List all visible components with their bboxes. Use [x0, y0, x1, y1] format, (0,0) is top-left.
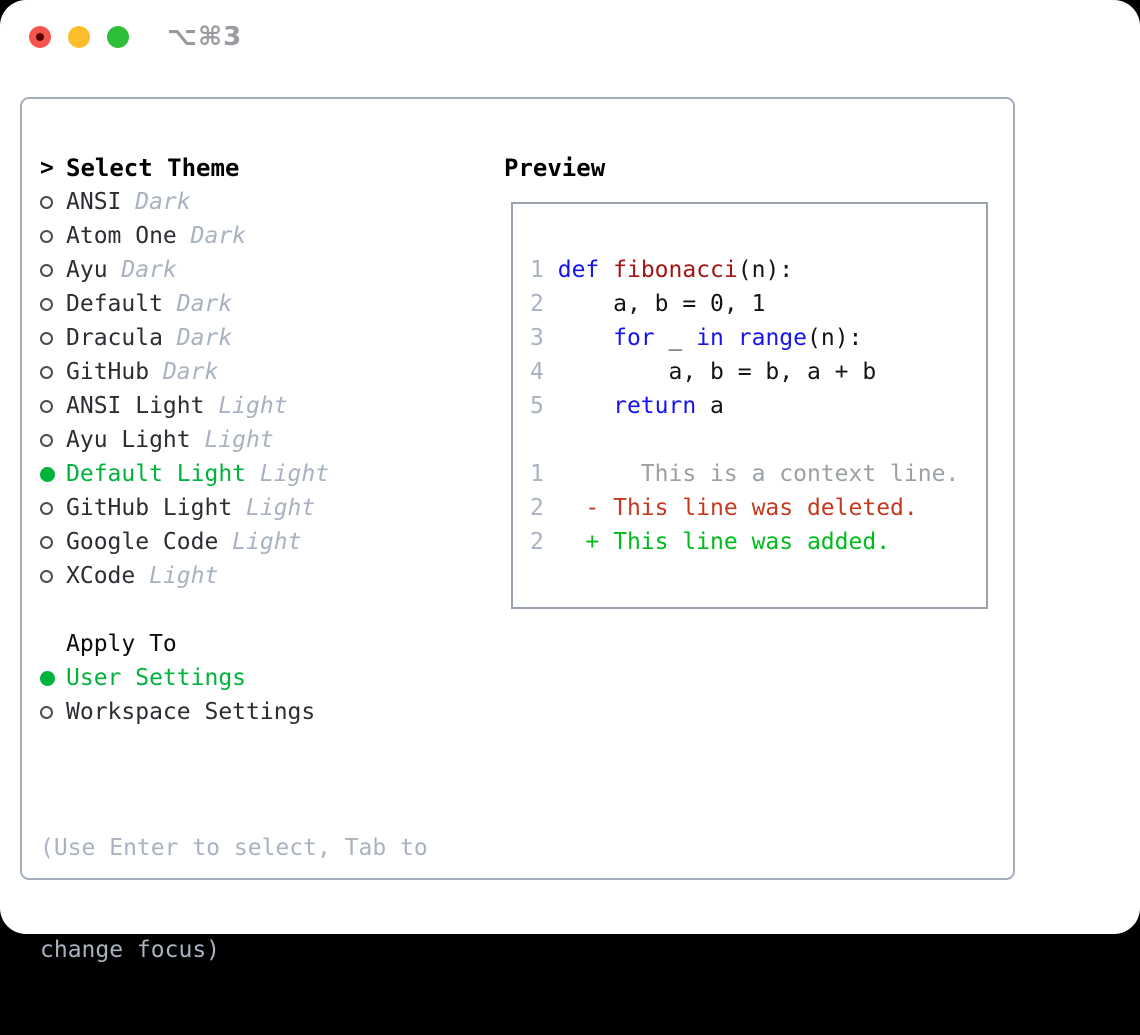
cursor-caret-icon: >	[40, 155, 54, 181]
theme-option-ansi-light[interactable]: ANSI Light Light	[40, 389, 490, 423]
theme-option-atom-one[interactable]: Atom One Dark	[40, 219, 490, 253]
option-label: Ayu	[66, 257, 108, 283]
variant-label: Dark	[162, 325, 233, 351]
theme-option-google-code[interactable]: Google Code Light	[40, 525, 490, 559]
option-label: GitHub	[66, 359, 150, 385]
select-theme-header: > Select Theme	[40, 151, 490, 185]
select-theme-title: Select Theme	[66, 154, 240, 182]
variant-label: Dark	[176, 223, 247, 249]
variant-label: Dark	[149, 359, 219, 385]
radio-selected-icon	[40, 466, 55, 482]
minimize-button[interactable]	[68, 26, 90, 48]
option-label: Workspace Settings	[66, 699, 316, 725]
variant-label: Light	[246, 461, 330, 487]
close-button[interactable]	[29, 26, 51, 48]
variant-label: Light	[232, 495, 316, 521]
option-label: Ayu Light	[66, 427, 191, 453]
code-line: 3 for _ in range(n):	[530, 325, 863, 351]
option-label: GitHub Light	[66, 495, 233, 521]
apply-option-workspace-settings[interactable]: Workspace Settings	[40, 695, 490, 729]
option-label: Default Light	[66, 461, 247, 487]
code-block: 1 def fibonacci(n): 2 a, b = 0, 1 3 for _ …	[530, 253, 986, 423]
help-text: (Use Enter to select, Tab to change focu…	[40, 763, 490, 1035]
variant-label: Dark	[162, 291, 233, 317]
theme-option-dracula[interactable]: Dracula Dark	[40, 321, 490, 355]
zoom-button[interactable]	[107, 26, 129, 48]
code-line: 1 def fibonacci(n):	[530, 257, 794, 283]
preview-column: Preview 1 def fibonacci(n): 2 a, b = 0, 1…	[504, 151, 1004, 609]
radio-icon	[40, 297, 53, 311]
radio-icon	[40, 229, 53, 243]
theme-option-ansi[interactable]: ANSI Dark	[40, 185, 490, 219]
diff-line: 2 + This line was added.	[530, 529, 891, 555]
preview-title: Preview	[504, 154, 606, 182]
titlebar: ⌥⌘3	[0, 0, 1140, 75]
radio-icon	[40, 569, 53, 583]
variant-label: Light	[190, 427, 274, 453]
option-label: Default	[66, 291, 163, 317]
diff-line: 1 This is a context line.	[530, 461, 960, 487]
code-line: 5 return a	[530, 393, 724, 419]
option-label: Google Code	[66, 529, 219, 555]
radio-icon	[40, 399, 53, 413]
traffic-lights	[29, 26, 129, 48]
option-label: ANSI Light	[66, 393, 205, 419]
theme-option-default-light[interactable]: Default Light Light	[40, 457, 490, 491]
variant-label: Dark	[121, 189, 191, 215]
radio-icon	[40, 705, 53, 719]
radio-selected-icon	[40, 670, 55, 686]
apply-to-header: Apply To	[66, 631, 177, 657]
variant-label: Light	[135, 563, 219, 589]
theme-option-ayu-light[interactable]: Ayu Light Light	[40, 423, 490, 457]
option-label: Atom One	[66, 223, 177, 249]
radio-icon	[40, 501, 53, 515]
variant-label: Dark	[107, 257, 177, 283]
code-line: 2 a, b = 0, 1	[530, 291, 766, 317]
radio-icon	[40, 433, 53, 447]
theme-option-github[interactable]: GitHub Dark	[40, 355, 490, 389]
radio-icon	[40, 331, 53, 345]
code-line: 4 a, b = b, a + b	[530, 359, 877, 385]
theme-option-github-light[interactable]: GitHub Light Light	[40, 491, 490, 525]
close-dot-icon	[36, 33, 44, 41]
option-label: ANSI	[66, 189, 122, 215]
radio-icon	[40, 195, 53, 209]
diff-line: 2 - This line was deleted.	[530, 495, 918, 521]
help-line-1: (Use Enter to select, Tab to	[40, 835, 428, 861]
theme-option-ayu[interactable]: Ayu Dark	[40, 253, 490, 287]
window-title: ⌥⌘3	[167, 22, 243, 52]
variant-label: Light	[218, 529, 302, 555]
apply-option-user-settings[interactable]: User Settings	[40, 661, 490, 695]
diff-block: 1 This is a context line. 2 - This line w…	[530, 457, 986, 559]
option-label: XCode	[66, 563, 136, 589]
radio-icon	[40, 535, 53, 549]
theme-option-default[interactable]: Default Dark	[40, 287, 490, 321]
theme-option-xcode[interactable]: XCode Light	[40, 559, 490, 593]
variant-label: Light	[204, 393, 288, 419]
radio-icon	[40, 263, 53, 277]
option-label: Dracula	[66, 325, 163, 351]
radio-icon	[40, 365, 53, 379]
help-line-2: change focus)	[40, 937, 221, 963]
option-label: User Settings	[66, 665, 247, 691]
preview-pane: 1 def fibonacci(n): 2 a, b = 0, 1 3 for _ …	[511, 202, 988, 609]
